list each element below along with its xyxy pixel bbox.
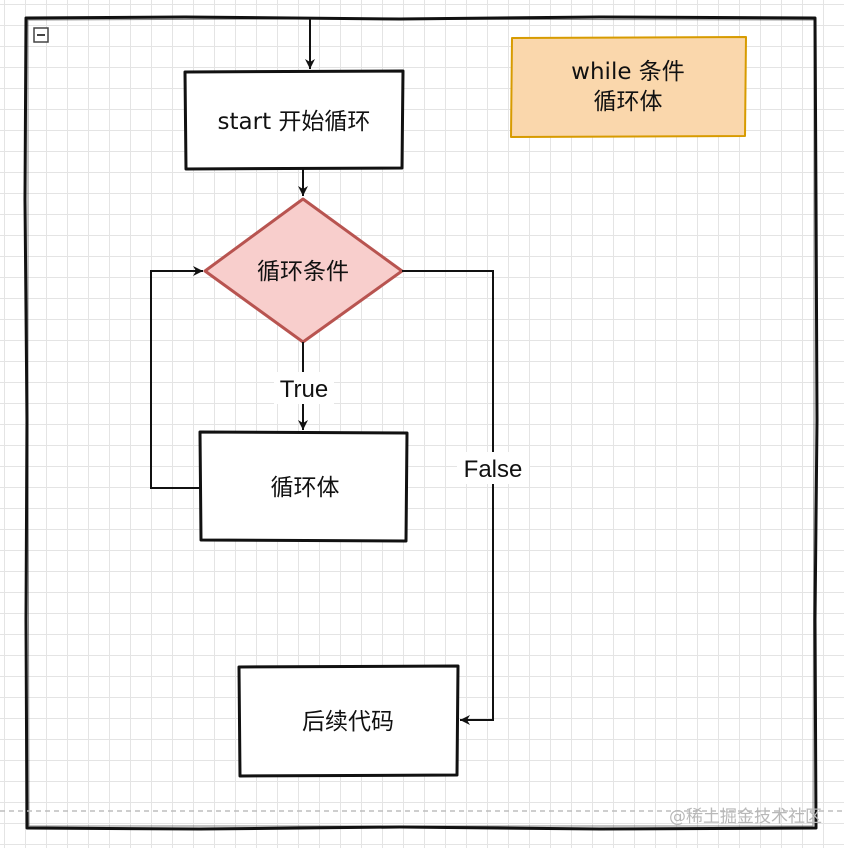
condition-node-label: 循环条件 <box>257 259 349 285</box>
note-node[interactable]: while 条件 循环体 <box>510 36 747 138</box>
note-line-1: while 条件 <box>571 59 685 85</box>
condition-node[interactable]: 循环条件 <box>203 197 404 344</box>
container-frame-inner-stroke <box>27 18 815 827</box>
start-node[interactable]: start 开始循环 <box>183 69 405 171</box>
container-frame <box>23 15 819 831</box>
note-line-2: 循环体 <box>594 89 663 115</box>
false-edge-label: False <box>464 456 523 483</box>
loop-body-node-label: 循环体 <box>271 475 340 501</box>
watermark-text: @稀土掘金技术社区 <box>669 807 822 827</box>
start-node-label: start 开始循环 <box>218 109 371 135</box>
false-edge-label-bg <box>457 452 529 484</box>
true-edge-label: True <box>280 376 328 403</box>
after-loop-node-label: 后续代码 <box>302 709 394 735</box>
true-edge-label-bg <box>274 372 334 404</box>
false-edge <box>402 270 494 725</box>
loop-back-edge <box>150 266 203 489</box>
collapse-toggle-icon[interactable] <box>33 27 49 43</box>
after-loop-node[interactable]: 后续代码 <box>237 664 460 778</box>
loop-body-node[interactable]: 循环体 <box>198 430 409 543</box>
